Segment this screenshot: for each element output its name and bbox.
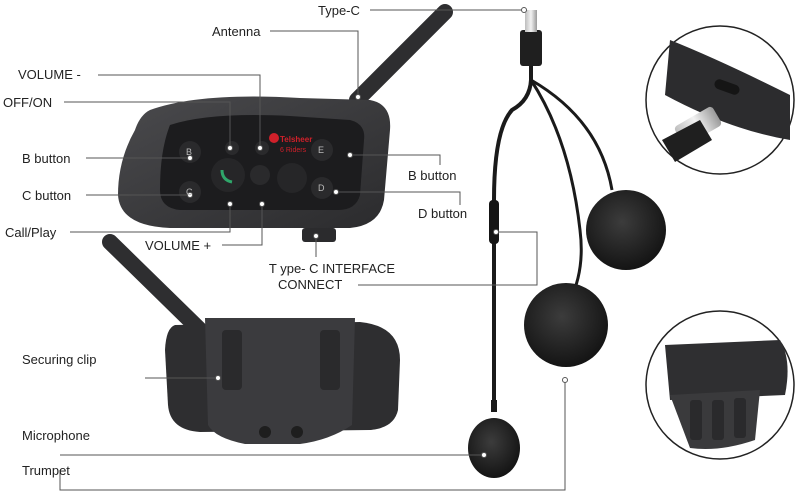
- antenna: [349, 4, 453, 108]
- label-microphone: Microphone: [22, 428, 90, 443]
- inline-controller: [489, 200, 499, 244]
- label-type-c: Type-C: [318, 3, 360, 18]
- intercom-front-view: [118, 4, 453, 242]
- label-typec-interface: T ype- C INTERFACE CONNECT: [252, 261, 412, 293]
- label-volume-plus: VOLUME +: [145, 238, 212, 253]
- label-c-button: C button: [22, 188, 72, 203]
- riders-text: 6 Riders: [280, 147, 307, 154]
- key-b: B: [186, 147, 193, 157]
- speaker-cable-right: [530, 78, 614, 191]
- inset-typec-closeup: [645, 25, 795, 175]
- label-antenna: Antenna: [212, 24, 261, 39]
- brand-name: Telsheer: [280, 135, 313, 144]
- securing-clip-shape: [205, 318, 355, 444]
- headset: [468, 10, 666, 478]
- typec-plug: [520, 30, 542, 66]
- label-off-on: OFF/ON: [3, 95, 53, 110]
- speaker-cable-left: [529, 79, 583, 301]
- label-typec-interface-line1: T ype- C INTERFACE: [268, 261, 396, 276]
- inset-clip-closeup: [645, 310, 795, 460]
- label-typec-interface-line2: CONNECT: [278, 277, 343, 292]
- key-e: E: [318, 145, 325, 155]
- microphone-cable: [492, 66, 533, 400]
- antenna-rear: [102, 234, 208, 338]
- brand-logo-icon: [269, 133, 279, 143]
- call-button-icon: [220, 169, 233, 184]
- key-c: C: [186, 187, 193, 197]
- intercom-rear-view: [102, 234, 400, 444]
- typec-connector: [525, 10, 537, 32]
- label-b-button-right: B button: [408, 168, 457, 183]
- label-b-button-left: B button: [22, 151, 71, 166]
- speaker-left: [524, 283, 608, 367]
- typec-port: [302, 228, 336, 242]
- label-call-play: Call/Play: [5, 225, 57, 240]
- label-volume-minus: VOLUME -: [18, 67, 81, 82]
- label-securing-clip: Securing clip: [22, 352, 97, 367]
- label-d-button: D button: [418, 206, 468, 221]
- key-d: D: [318, 183, 325, 193]
- speaker-right: [586, 190, 666, 270]
- leader-dots: [187, 7, 568, 458]
- label-trumpet: Trumpet: [22, 463, 70, 478]
- leader-lines: [59, 9, 566, 491]
- microphone-foam: [468, 418, 520, 478]
